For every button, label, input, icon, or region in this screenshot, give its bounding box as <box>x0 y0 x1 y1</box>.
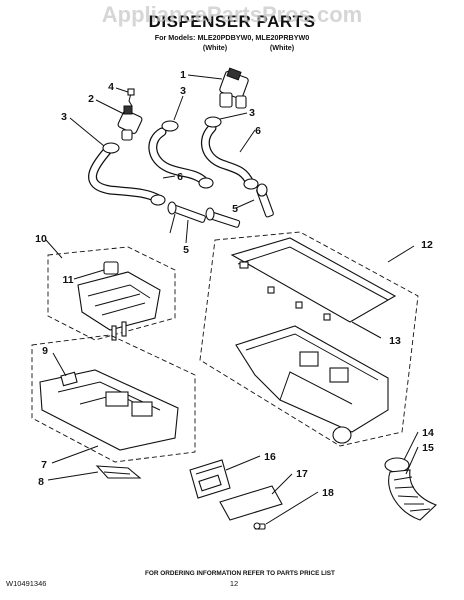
callout-9: 9 <box>42 345 48 357</box>
callout-3b: 3 <box>180 85 186 97</box>
dispenser-cover <box>230 237 397 323</box>
water-valve <box>219 67 249 109</box>
callout-11: 11 <box>62 274 73 286</box>
cover-plate <box>219 485 283 521</box>
callout-5a: 5 <box>183 244 189 256</box>
callout-2: 2 <box>88 93 94 105</box>
models-line: For Models: MLE20PDBYW0, MLE20PRBYW0 <box>155 33 310 42</box>
callout-numbers: 1 2 3 3 3 4 5 5 6 6 10 11 9 7 8 12 13 14… <box>35 69 434 499</box>
callout-6a: 6 <box>255 125 261 137</box>
doc-number: W10491346 <box>6 579 46 588</box>
callout-6b: 6 <box>177 171 183 183</box>
drawer-seal <box>95 465 142 479</box>
siphon-cap <box>103 261 119 275</box>
nozzle <box>167 201 206 223</box>
callout-13: 13 <box>389 335 401 347</box>
dispenser-insert-group <box>47 246 176 341</box>
page-title: DISPENSER PARTS <box>149 12 316 31</box>
hose-clamp <box>102 142 120 154</box>
nozzle <box>256 183 274 218</box>
hose-clamp <box>204 116 222 128</box>
bracket <box>189 459 231 499</box>
page-number: 12 <box>230 579 238 588</box>
screw <box>253 522 266 530</box>
callout-3c: 3 <box>249 107 255 119</box>
callout-5b: 5 <box>232 203 238 215</box>
callout-12: 12 <box>421 239 433 251</box>
callout-7: 7 <box>41 459 47 471</box>
model-color-1: (White) <box>203 43 228 52</box>
callout-17: 17 <box>296 468 308 480</box>
dispenser-drawer-group <box>31 334 196 463</box>
ordering-note: FOR ORDERING INFORMATION REFER TO PARTS … <box>145 570 335 577</box>
dispenser-bellows <box>388 469 438 521</box>
callout-18: 18 <box>322 487 334 499</box>
callout-8: 8 <box>38 476 44 488</box>
dispenser-housing <box>235 325 389 433</box>
wire-harness <box>128 92 133 107</box>
outlet-clamp <box>384 457 410 473</box>
leader-lines <box>45 74 419 525</box>
callout-15: 15 <box>422 442 434 454</box>
callout-3a: 3 <box>61 111 67 123</box>
drawer-handle <box>60 371 78 387</box>
water-valve-small <box>117 105 143 141</box>
hose-clamp <box>243 178 259 190</box>
hose-clamp <box>161 120 179 132</box>
dispenser-housing-group <box>199 231 419 447</box>
nozzle <box>205 207 241 228</box>
model-color-2: (White) <box>270 43 295 52</box>
hose-clamp <box>198 177 214 189</box>
drain-outlet <box>332 426 352 444</box>
callout-1: 1 <box>180 69 186 81</box>
callout-10: 10 <box>35 233 47 245</box>
watermark: AppliancePartsPros.com <box>102 2 362 27</box>
hose-clamp <box>150 194 166 206</box>
callout-16: 16 <box>264 451 276 463</box>
callout-4: 4 <box>108 81 114 93</box>
callout-14: 14 <box>422 427 434 439</box>
